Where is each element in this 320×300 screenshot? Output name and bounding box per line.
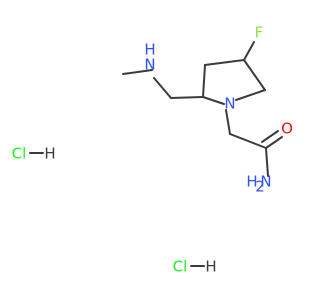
- bond-ch2-nh: [153, 77, 172, 99]
- bond-nh-ch3: [122, 69, 153, 75]
- atom-fluorine: F: [255, 24, 264, 42]
- bond-ring-c2-n1: [202, 96, 225, 105]
- atom-ring-nitrogen: N: [224, 95, 235, 113]
- hcl-1-hydrogen: H: [44, 145, 55, 163]
- bond-ring-c4-c5: [243, 59, 266, 91]
- atom-carbonyl-oxygen: O: [281, 120, 293, 138]
- hcl-2-chlorine: Cl: [173, 258, 188, 276]
- bond-c2-ch2: [170, 96, 204, 99]
- bond-ring-n1-c5: [235, 89, 266, 101]
- bond-ring-c3-c2: [202, 64, 206, 98]
- bond-carbonyl-co-2: [261, 130, 279, 143]
- atom-amine-nitrogen: N: [144, 56, 155, 74]
- bond-carbonyl-co-1: [265, 136, 283, 149]
- atom-amide-nitrogen: N: [260, 173, 271, 191]
- bond-carbonyl-cn: [265, 147, 269, 177]
- hcl-1-chlorine: Cl: [12, 145, 27, 163]
- atom-amine-hydrogen: H: [144, 41, 155, 59]
- bond-ch2-carbonyl-c: [229, 133, 267, 149]
- bond-ring-c4-c3: [204, 59, 245, 66]
- bond-n1-ch2: [225, 109, 231, 135]
- chemical-structure: F N H N O N H 2 Cl H Cl H: [12, 24, 293, 276]
- hcl-2-hydrogen: H: [205, 258, 216, 276]
- bond-c4-f: [243, 41, 255, 61]
- atom-amide-subscript: 2: [255, 178, 265, 196]
- atom-amide-hydrogen: H: [246, 173, 257, 191]
